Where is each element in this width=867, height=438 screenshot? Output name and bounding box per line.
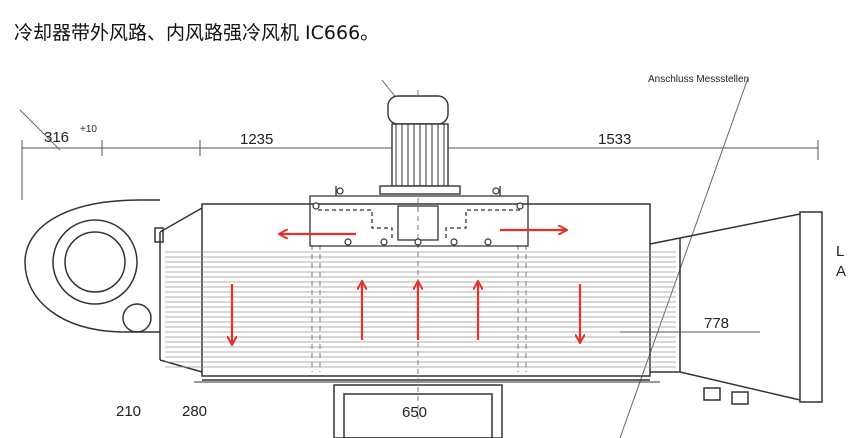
outlet-diffuser [649,211,823,405]
note-anschluss: Anschluss Messstellen [648,74,749,85]
internal-fan-box [309,186,529,247]
figure-caption: 冷却器带外风路、内风路强冷风机 IC666。 [14,22,380,44]
dim-210: 210 [116,403,141,420]
dim-778: 778 [704,315,729,332]
bottom-panel [333,384,503,438]
dim-1533: 1533 [598,131,631,148]
dim-1235: 1235 [240,131,273,148]
dim-316: 316 [44,129,69,146]
dim-316-tolerance: +10 [80,124,97,135]
edge-label-a: A [836,263,846,280]
motor-fins [395,124,445,186]
leader-lines [19,77,749,438]
fan-housing-left [24,199,203,373]
edge-label-l: L [836,243,844,260]
fan-box-bolts [312,187,524,246]
cooler-fins [165,251,676,368]
airflow-arrows [232,230,580,344]
cooler-body [194,203,660,383]
dim-280: 280 [182,403,207,420]
dim-650: 650 [402,404,427,421]
